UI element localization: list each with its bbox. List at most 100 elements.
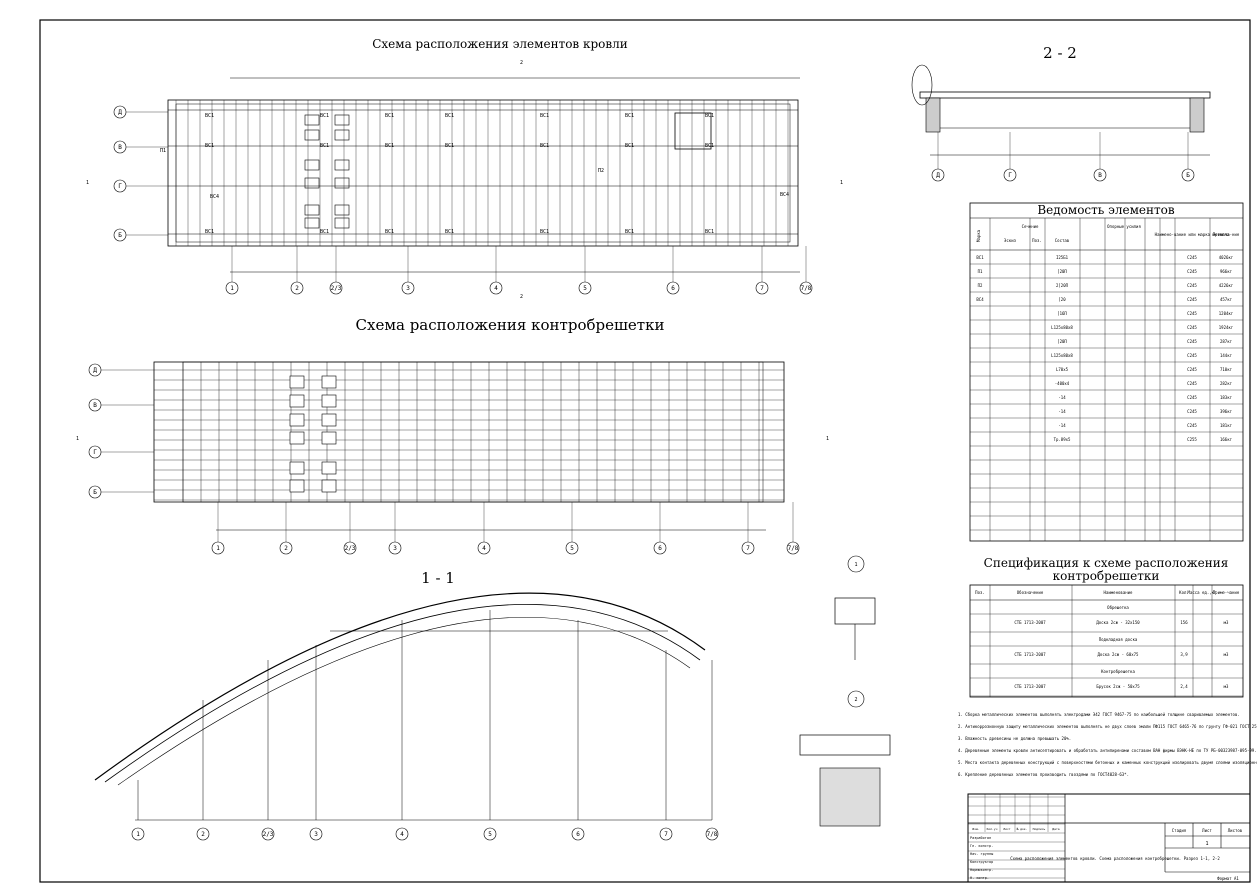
roof-mark-bc1: ВС1 xyxy=(445,143,454,149)
counter-opening xyxy=(321,479,337,493)
vedomost-steel: С245 xyxy=(1187,423,1197,428)
section11-col-1-circle xyxy=(196,827,210,841)
roof-mark-bc1: ВС1 xyxy=(705,143,714,149)
section-1-1-arch-truss xyxy=(117,616,691,786)
spec-group: Подкладная доска xyxy=(1099,637,1138,642)
counter-col-5-label: 5 xyxy=(570,545,574,552)
counter-opening xyxy=(289,431,305,445)
note-5: 5. Места контакта деревянных конструкций… xyxy=(958,760,1257,765)
counter-col-7-label: 7 xyxy=(746,545,750,552)
counter-opening xyxy=(289,479,305,493)
vedomost-comp: I25Б1 xyxy=(1056,255,1069,260)
counter-opening xyxy=(289,375,305,389)
section-1-1-columns xyxy=(137,610,713,820)
stamp-col-label: Изм. xyxy=(972,827,979,831)
spec-h-pos: Поз. xyxy=(975,590,985,595)
vedomost-steel: С245 xyxy=(1187,339,1197,344)
note-6: 6. Крепление деревянных элементов произв… xyxy=(958,772,1129,777)
roof-mark-bc1: ВС1 xyxy=(540,229,549,235)
roof-mark-bc1: ВС1 xyxy=(385,229,394,235)
vedomost-steel: С245 xyxy=(1187,367,1197,372)
stamp-role: Конструктор xyxy=(970,860,993,864)
spec-h-qty: Кол. xyxy=(1179,590,1189,595)
vedomost-mark: П1 xyxy=(978,269,983,274)
counter-col-1-label: 2 xyxy=(284,545,288,552)
roof-mark-bc1: ВС1 xyxy=(205,143,214,149)
detail-2-concrete xyxy=(819,767,881,827)
vedomost-note: 1924кг xyxy=(1219,325,1233,330)
spec-note: м3 xyxy=(1224,652,1229,657)
vedomost-comp: L125х80х8 xyxy=(1051,353,1073,358)
roof-mark-bc1: ВС1 xyxy=(445,113,454,119)
roof-skylight xyxy=(304,129,320,141)
vedomost-h-forces: Опорные усилия xyxy=(1107,224,1141,229)
roof-mark-bc1: ВС1 xyxy=(625,143,634,149)
roof-rafters xyxy=(175,100,789,246)
vedomost-comp: L125х80х8 xyxy=(1051,325,1073,330)
vedomost-comp: L70х5 xyxy=(1056,367,1069,372)
cut-mark-1-right: 1 xyxy=(826,436,829,442)
stamp-description: Схема расположения элементов кровли. Схе… xyxy=(1010,856,1220,861)
stamp-col-label: Дата xyxy=(1052,827,1059,831)
vedomost-note: 144кг xyxy=(1220,353,1232,358)
roof-outline xyxy=(167,99,799,247)
section11-col-1-label: 2 xyxy=(201,831,205,838)
spec-column-lines xyxy=(989,585,1213,697)
roof-skylight xyxy=(334,217,350,229)
roof-mark-bc1: ВС1 xyxy=(445,229,454,235)
section11-col-0-label: 1 xyxy=(136,831,140,838)
vedomost-mark: ВС4 xyxy=(976,297,984,302)
detail-2-beam xyxy=(799,734,891,756)
section-1-1-arch-inner xyxy=(104,604,701,783)
section11-col-4-label: 4 xyxy=(400,831,404,838)
vedomost-comp: [20 xyxy=(1058,297,1066,302)
spec-name: Доска 2сж - 32х150 xyxy=(1096,620,1140,625)
outer-frame xyxy=(39,19,1251,883)
section11-col-2-label: 2/3 xyxy=(263,831,274,838)
section-2-2-detail-callout xyxy=(911,64,933,106)
section11-col-6-label: 6 xyxy=(576,831,580,838)
roof-skylight xyxy=(334,114,350,126)
section22-row-3-label: Б xyxy=(1186,172,1190,179)
roof-mark-bc1: ВС1 xyxy=(705,113,714,119)
vedomost-h-sketch: Эскиз xyxy=(1004,238,1017,243)
spec-frame xyxy=(969,584,1244,698)
roof-row-Г-label: Г xyxy=(118,183,122,190)
stamp-col-label: Подпись xyxy=(1033,827,1046,831)
counter-battens-vertical xyxy=(182,362,760,502)
section-2-2-slab xyxy=(919,91,1211,99)
section11-col-4-circle xyxy=(395,827,409,841)
spec-qty: 2,4 xyxy=(1180,684,1188,689)
counter-opening xyxy=(321,413,337,427)
roof-skylight xyxy=(304,204,320,216)
counter-opening xyxy=(289,461,305,475)
vedomost-steel: С255 xyxy=(1187,437,1197,442)
roof-mark-bc1: ВС1 xyxy=(385,143,394,149)
vedomost-note: 287кг xyxy=(1220,339,1232,344)
vedomost-h-steel: Наимено-вание или марка металла xyxy=(1155,232,1230,237)
spec-name: Брусок 2сж - 50х75 xyxy=(1096,684,1140,689)
counter-opening xyxy=(289,394,305,408)
counter-row-Б-label: Б xyxy=(93,489,97,496)
counter-col-8-label: 7/8 xyxy=(788,545,799,552)
counter-row-Д-label: Д xyxy=(93,367,97,374)
note-3: 3. Влажность древесины не должна превыша… xyxy=(958,736,1071,741)
roof-col-2-label: 2/3 xyxy=(331,285,342,292)
vedomost-steel: С245 xyxy=(1187,325,1197,330)
vedomost-column-lines xyxy=(989,218,1211,541)
roof-skylight xyxy=(334,129,350,141)
detail-1-bubble xyxy=(847,555,865,573)
section11-col-7-circle xyxy=(659,827,673,841)
counter-openings xyxy=(289,375,337,493)
roof-skylight xyxy=(304,217,320,229)
label-p1: П1 xyxy=(160,148,166,154)
roof-skylight xyxy=(334,177,350,189)
vedomost-steel: С245 xyxy=(1187,353,1197,358)
roof-row-Б-label: Б xyxy=(118,232,122,239)
cut-mark-1-right: 1 xyxy=(840,180,843,186)
section22-row-2-label: В xyxy=(1098,172,1102,179)
